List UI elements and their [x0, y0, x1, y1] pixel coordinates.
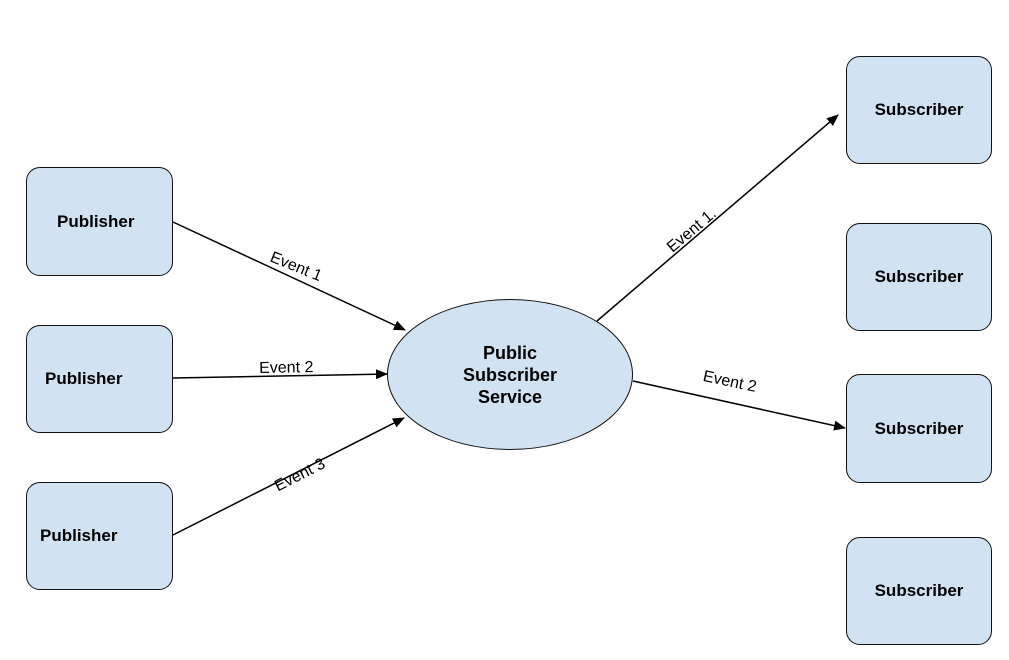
service-label-line-3: Service [477, 386, 543, 407]
edge-service-to-subscriber-3 [632, 380, 846, 431]
edge-publisher-3-to-service [172, 417, 405, 536]
edge-service-to-subscriber-1 [596, 114, 839, 322]
subscriber-label: Subscriber [874, 267, 964, 286]
publisher-node[interactable]: Publisher [26, 167, 173, 276]
edge-label: Event 2 [259, 359, 314, 377]
service-label-line-2: Subscriber [462, 364, 558, 385]
subscriber-label: Subscriber [874, 100, 964, 119]
edge-publisher-1-to-service [172, 221, 406, 331]
subscriber-node[interactable]: Subscriber [846, 374, 992, 483]
public-subscriber-service-node[interactable]: Public Subscriber Service [387, 299, 633, 450]
subscriber-node[interactable]: Subscriber [846, 56, 992, 164]
edge-publisher-2-to-service [172, 369, 388, 380]
publisher-node[interactable]: Publisher [26, 325, 173, 433]
service-label-line-1: Public [482, 342, 537, 363]
subscriber-node[interactable]: Subscriber [846, 537, 992, 645]
subscriber-node[interactable]: Subscriber [846, 223, 992, 331]
publisher-label: Publisher [45, 369, 123, 388]
publisher-node[interactable]: Publisher [26, 482, 173, 590]
subscriber-label: Subscriber [874, 581, 964, 600]
service-label: Public Subscriber Service [463, 342, 557, 408]
publisher-label: Publisher [57, 211, 135, 231]
subscriber-label: Subscriber [874, 418, 964, 438]
publisher-label: Publisher [40, 526, 118, 545]
